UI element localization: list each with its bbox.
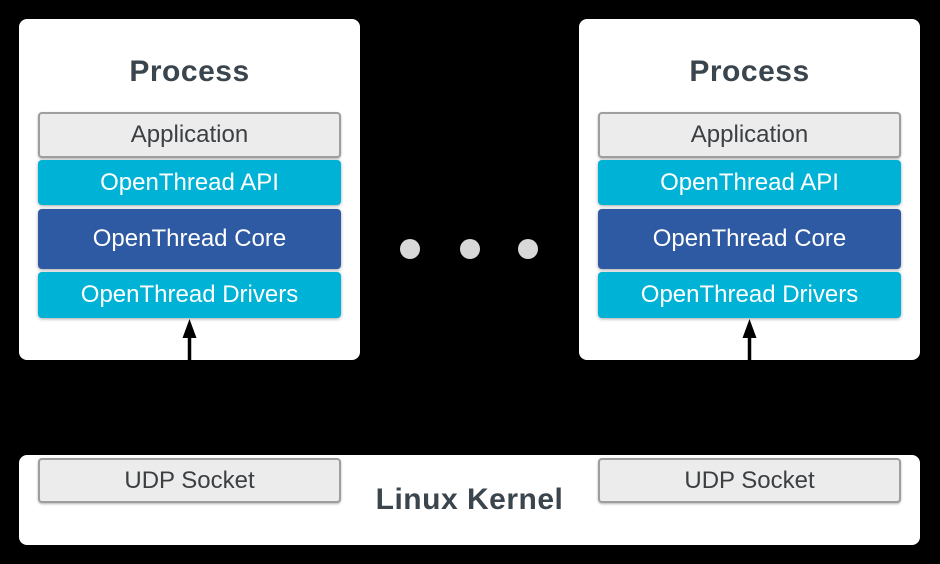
layer-application: Application — [38, 112, 341, 158]
udp-socket-right: UDP Socket — [598, 458, 901, 503]
ellipsis-dot-1 — [400, 239, 420, 259]
ellipsis-dot-2 — [460, 239, 480, 259]
layer-openthread-api: OpenThread API — [598, 160, 901, 205]
udp-socket-left: UDP Socket — [38, 458, 341, 503]
up-arrow-icon — [182, 319, 197, 360]
layer-openthread-drivers: OpenThread Drivers — [598, 272, 901, 318]
process-title: Process — [689, 55, 810, 88]
layer-openthread-core: OpenThread Core — [38, 209, 341, 269]
up-arrow-icon — [742, 319, 757, 360]
layer-openthread-core: OpenThread Core — [598, 209, 901, 269]
process-panel-left: Process Application OpenThread API OpenT… — [19, 19, 360, 360]
linux-kernel-panel: Linux Kernel UDP Socket UDP Socket — [19, 455, 920, 545]
layer-application: Application — [598, 112, 901, 158]
layer-openthread-api: OpenThread API — [38, 160, 341, 205]
ellipsis-dot-3 — [518, 239, 538, 259]
process-title: Process — [129, 55, 250, 88]
linux-kernel-title: Linux Kernel — [375, 483, 564, 516]
process-panel-right: Process Application OpenThread API OpenT… — [579, 19, 920, 360]
layer-openthread-drivers: OpenThread Drivers — [38, 272, 341, 318]
